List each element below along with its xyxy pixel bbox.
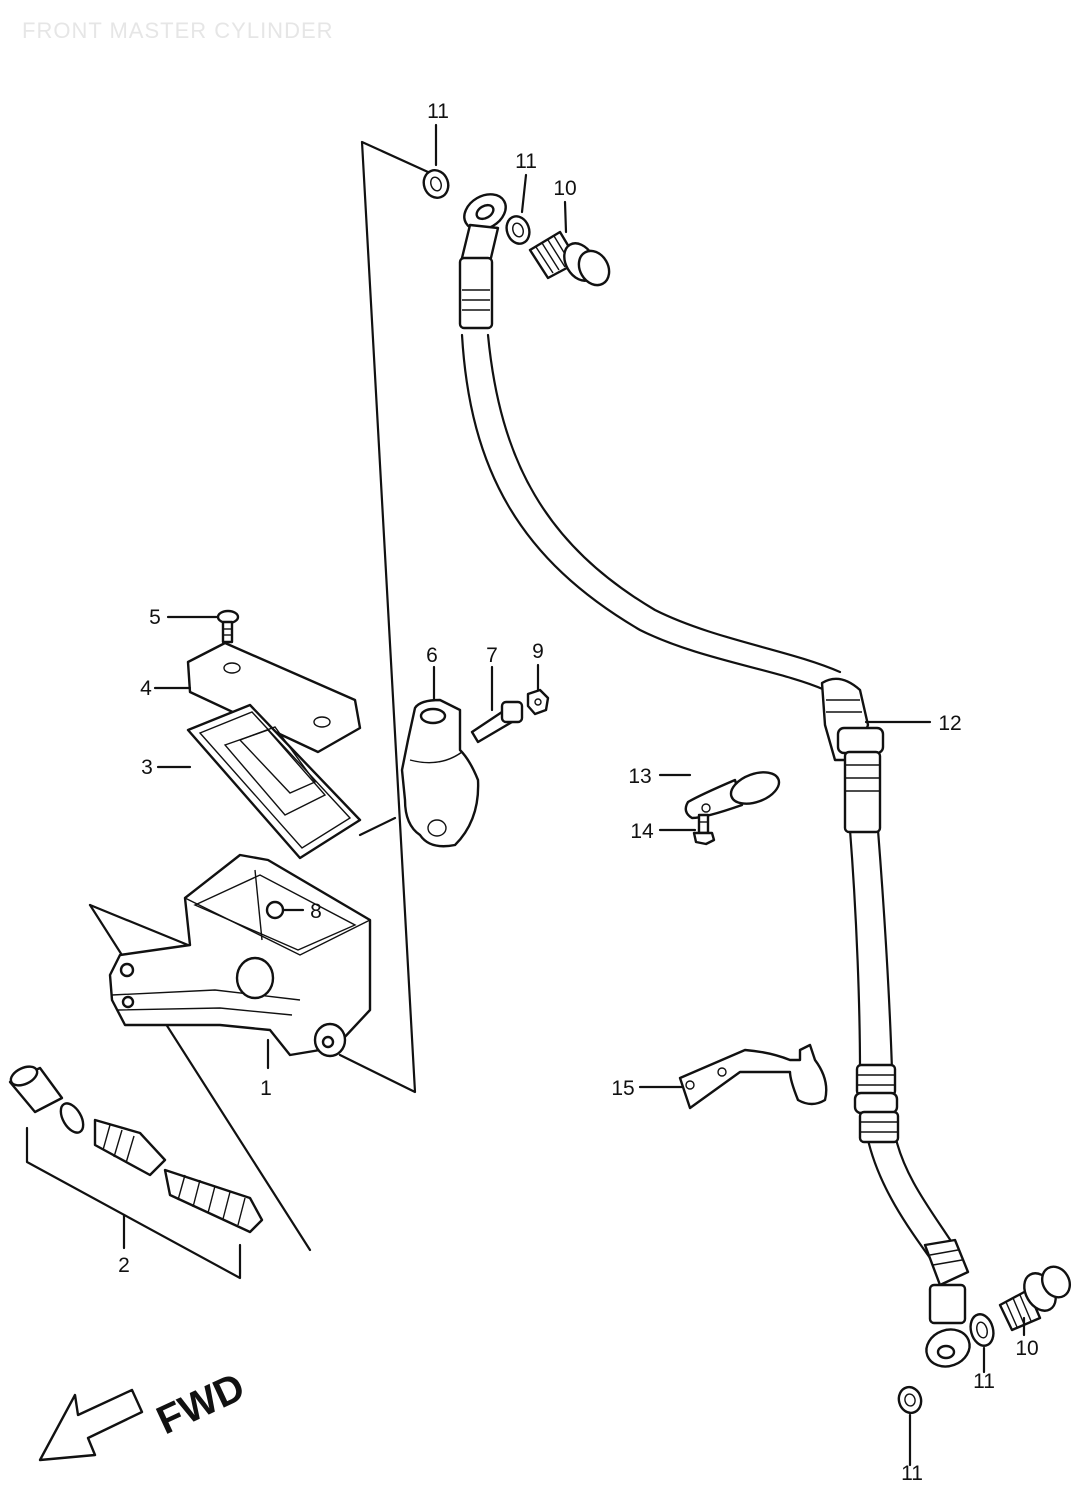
callout-labels: 11 11 10 5 4 3 6 7 9 8 1 2 12 13 14 15 1…: [118, 100, 1039, 1485]
callout-8: 8: [310, 900, 322, 923]
leader-lines: [122, 123, 1026, 1467]
washers: [422, 169, 995, 1415]
callout-14: 14: [630, 820, 654, 843]
callout-7: 7: [486, 644, 498, 667]
callout-4: 4: [140, 677, 152, 700]
washer-icon: [422, 169, 450, 199]
callout-13: 13: [628, 765, 651, 788]
piston-kit: [8, 1065, 264, 1280]
cover-screw: [216, 609, 240, 644]
washer-icon: [969, 1313, 995, 1347]
callout-15: 15: [611, 1077, 634, 1100]
bottom-banjo-fitting: [923, 1238, 971, 1368]
reservoir-diaphragm: [186, 703, 362, 860]
union-bolt-bottom: [998, 1265, 1072, 1332]
fwd-label: FWD: [150, 1365, 251, 1443]
callout-2: 2: [118, 1254, 130, 1277]
callout-12: 12: [938, 712, 961, 735]
callout-11: 11: [901, 1462, 923, 1485]
top-banjo-fitting: [458, 193, 507, 330]
callout-5: 5: [149, 606, 161, 629]
callout-11: 11: [973, 1370, 995, 1393]
callout-11: 11: [515, 150, 537, 173]
callout-11: 11: [427, 100, 449, 123]
hose-lower-joint: [853, 1063, 900, 1144]
clamp-screw-14: [692, 813, 716, 846]
clamp-nut: [526, 688, 550, 716]
callout-10: 10: [553, 177, 576, 200]
callout-1: 1: [260, 1077, 272, 1100]
forward-arrow-icon: [38, 1388, 144, 1462]
callout-6: 6: [426, 644, 438, 667]
callout-10: 10: [1015, 1337, 1038, 1360]
hose-clamp-13: [684, 771, 781, 820]
master-cylinder-body: [108, 853, 372, 1058]
hose-bracket-15: [678, 1043, 828, 1110]
reservoir-plug: [265, 900, 285, 920]
clamp-bolt: [470, 700, 524, 744]
diagram-title: FRONT MASTER CYLINDER: [22, 18, 334, 43]
handlebar-clamp: [400, 698, 480, 848]
callout-3: 3: [141, 756, 153, 779]
washer-icon: [897, 1385, 923, 1415]
washer-icon: [505, 215, 531, 245]
hose-middle-joint: [820, 677, 885, 834]
union-bolt-top: [528, 230, 611, 287]
callout-9: 9: [532, 640, 544, 663]
